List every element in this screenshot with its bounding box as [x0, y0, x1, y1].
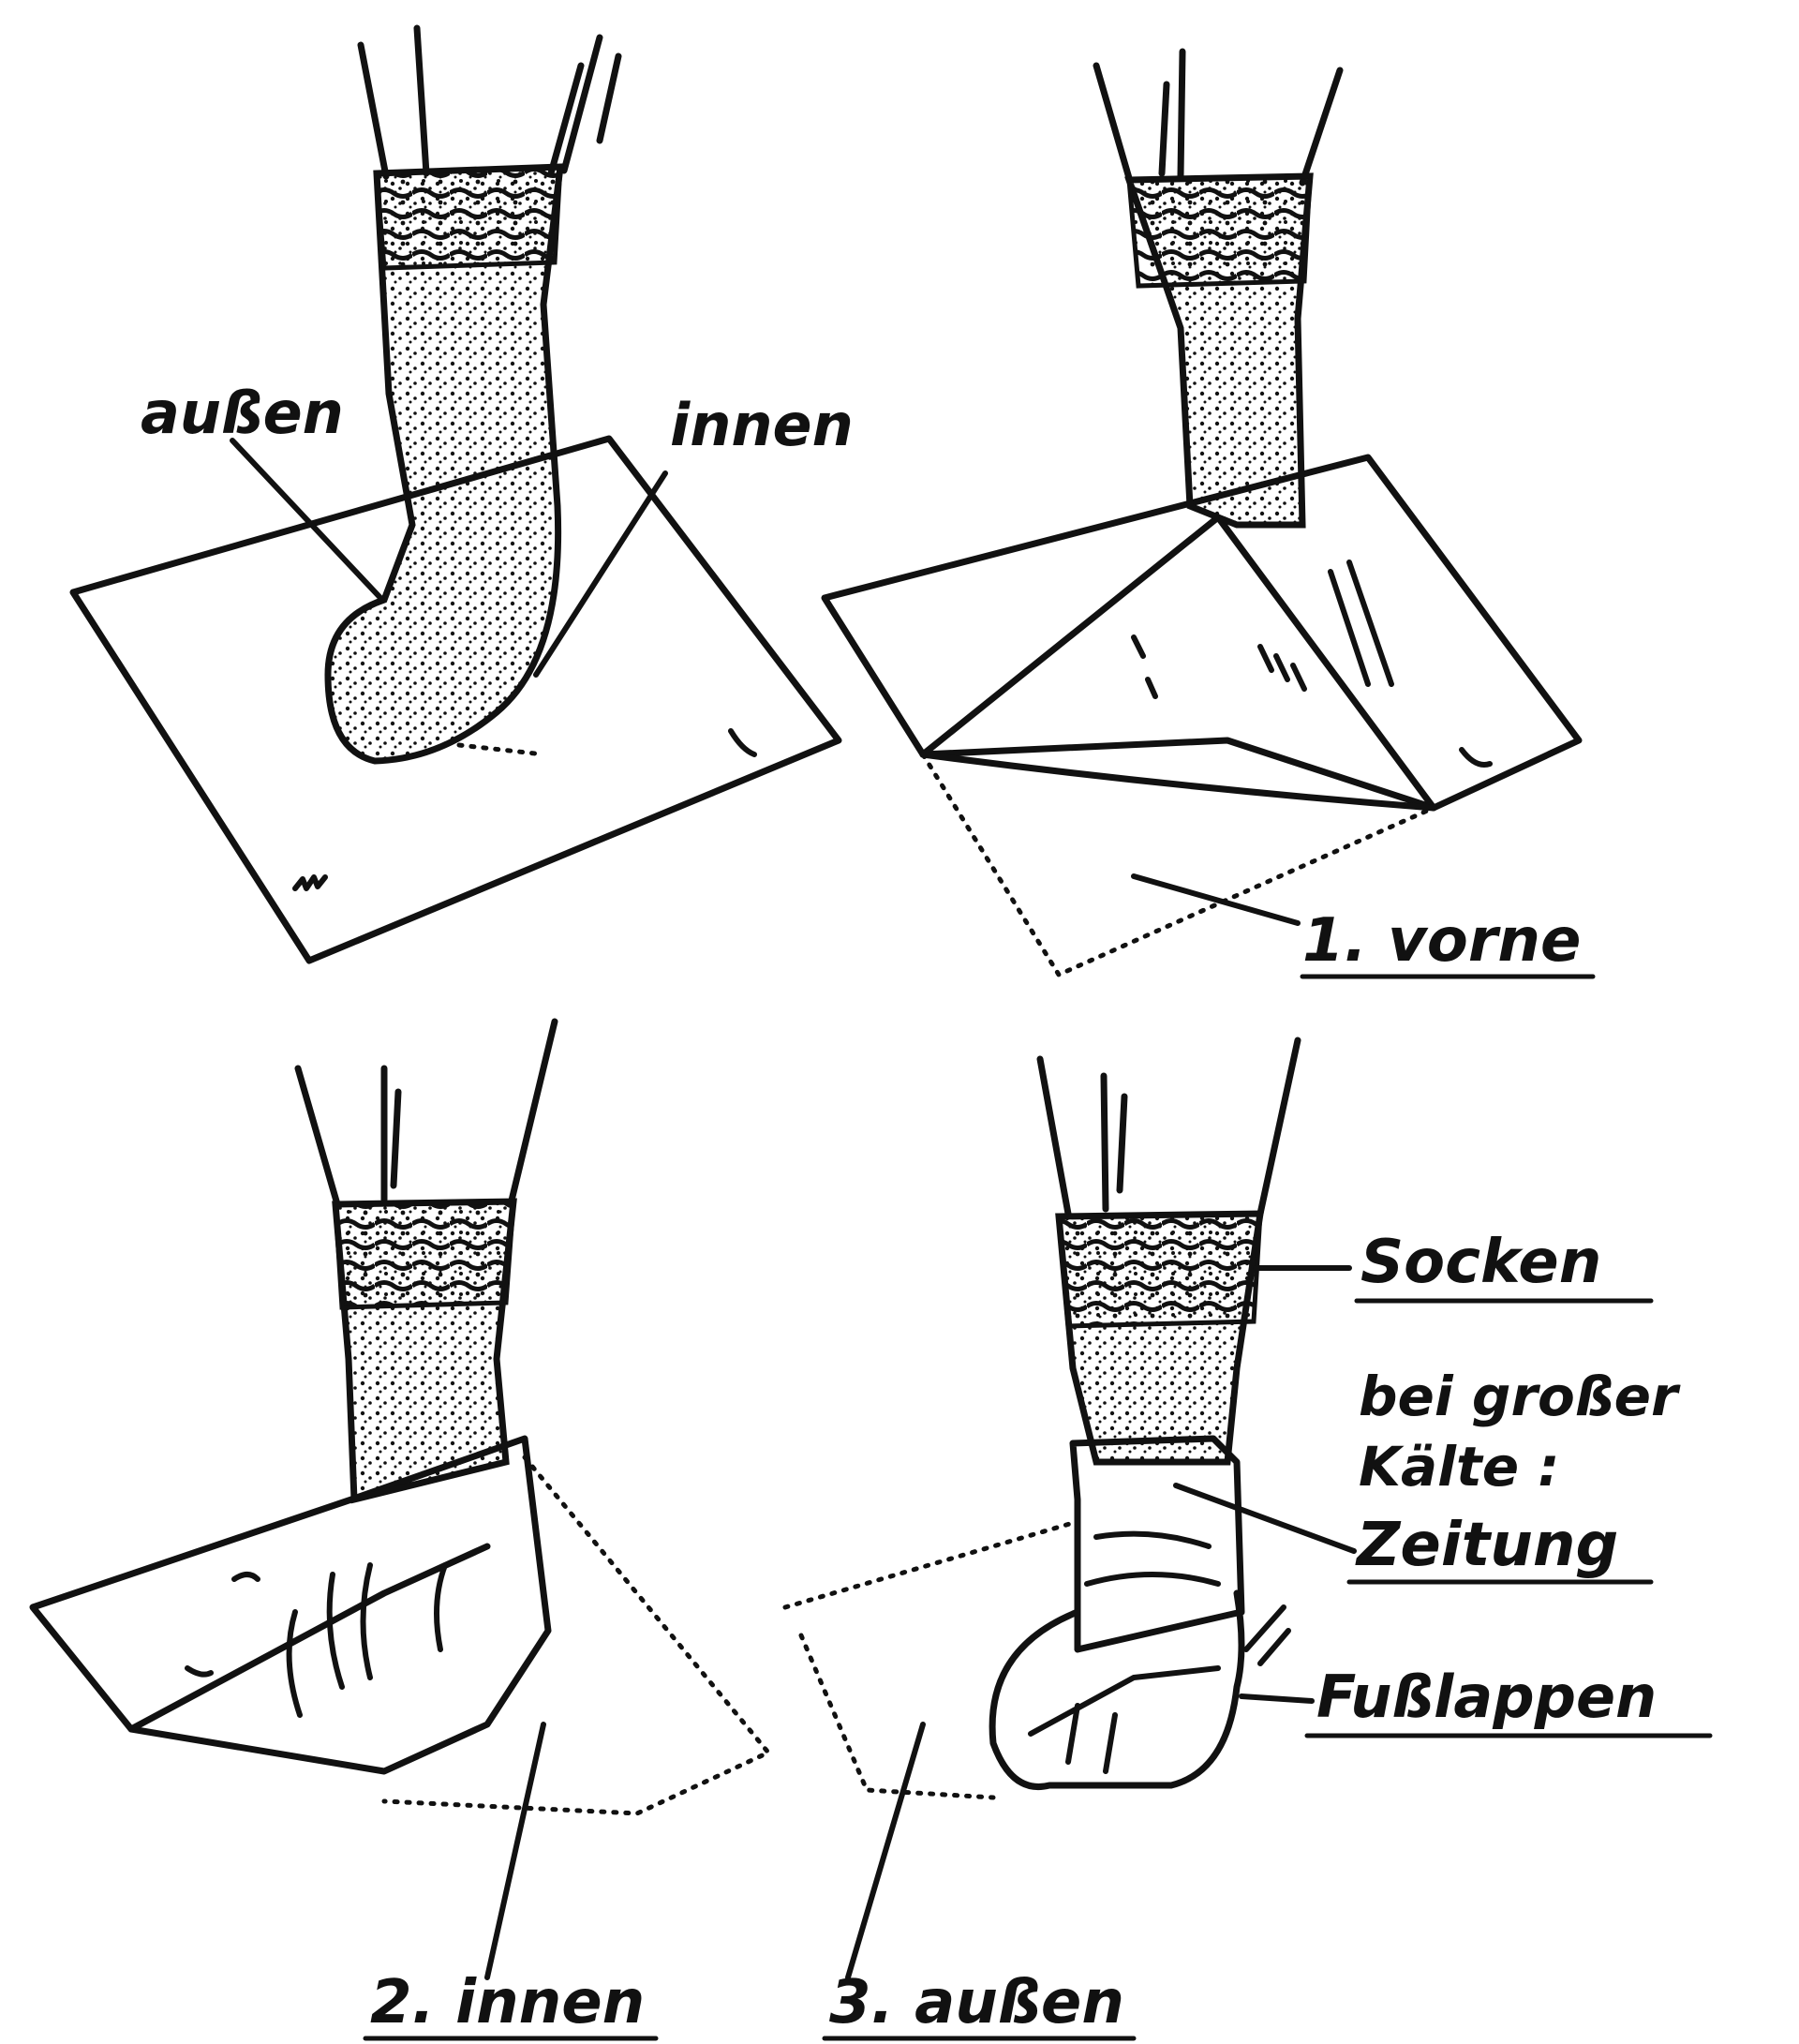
panel-bottom-right: Socken bei großer Kälte : Zeitung Fußlap… [782, 1037, 1713, 2041]
leader-line-innen-step [484, 1722, 546, 1980]
leader-line-innen [533, 470, 668, 678]
cold-note-line2: Kälte : [1359, 1435, 1559, 1499]
hidden-flap [381, 1455, 771, 1816]
sock-cuff [1126, 173, 1313, 289]
leader-line-aussen [230, 438, 385, 603]
sock-cuff [374, 164, 563, 271]
leg-lines [1036, 1037, 1301, 1217]
shading-marks [1131, 559, 1493, 768]
leader-line-aussen-step [845, 1722, 926, 1980]
step-label-aussen: 3. außen [829, 1968, 1124, 2037]
foot-cloth [29, 1435, 552, 1775]
flap-fold-edge [919, 751, 1437, 812]
label-zeitung: Zeitung [1355, 1511, 1618, 1580]
leader-line-vorne [1131, 873, 1301, 926]
hidden-cloth-outline [782, 1520, 1076, 1800]
leg-lines [1093, 48, 1344, 186]
label-aussen: außen [141, 379, 344, 447]
sock-illustration [324, 163, 564, 765]
cloth-fold [127, 1543, 491, 1733]
panel-bottom-left: 2. innen [29, 1018, 771, 2041]
wrap-lines [185, 1562, 448, 1718]
step-label-vorne: 1. vorne [1302, 906, 1581, 976]
panel-top-left: außen innen [69, 24, 854, 964]
label-socken: Socken [1360, 1228, 1601, 1297]
wrapped-foot [989, 1589, 1245, 1790]
label-fusslappen: Fußlappen [1316, 1663, 1657, 1731]
sock-cuff [333, 1199, 516, 1310]
leader-line-fusslappen [1239, 1693, 1315, 1704]
sock-cuff [1056, 1211, 1263, 1329]
hidden-corner [920, 752, 1436, 977]
panel-top-right: 1. vorne [821, 48, 1596, 979]
step-label-innen: 2. innen [370, 1968, 645, 2037]
leg-lines [294, 1018, 558, 1208]
leg-lines [357, 24, 622, 180]
hidden-edge [456, 742, 546, 757]
leader-line-zeitung [1173, 1483, 1357, 1554]
wrap-folds [1028, 1530, 1291, 1774]
cold-note-line1: bei großer [1359, 1365, 1681, 1428]
cloth-mark [292, 728, 757, 891]
newspaper-wrap [1069, 1435, 1245, 1653]
label-innen: innen [670, 391, 854, 459]
